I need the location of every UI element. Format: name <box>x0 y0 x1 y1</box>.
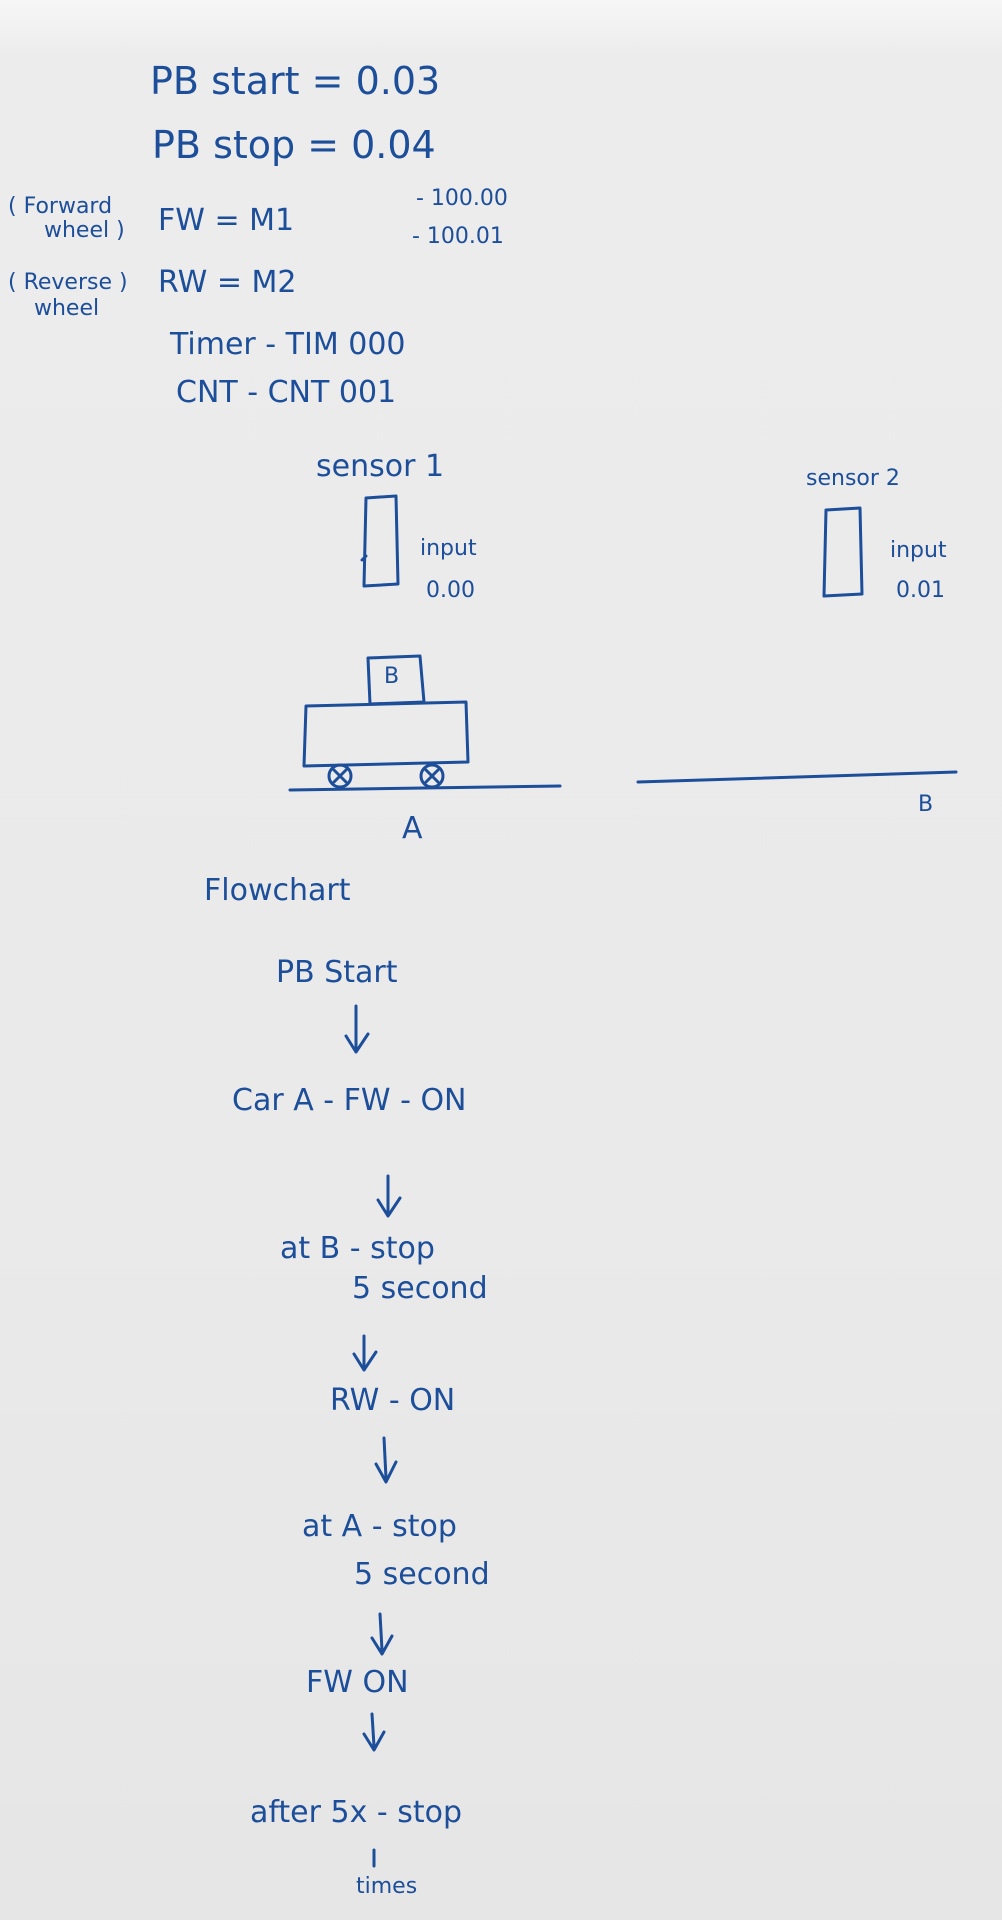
flow-step-at-a-stop: at A - stop <box>302 1509 457 1544</box>
pb-stop-line: PB stop = 0.04 <box>152 123 436 167</box>
forward-note-line-2: wheel ) <box>44 218 125 243</box>
flow-step-wait-5s-2: 5 second <box>354 1557 490 1592</box>
arrow-1 <box>344 1004 370 1054</box>
wheel-left <box>327 763 353 789</box>
fw-address: - 100.00 <box>416 186 508 211</box>
flow-step-wait-5s-1: 5 second <box>352 1271 488 1306</box>
point-b-label: B <box>918 792 934 817</box>
sensor-1-input-label: input <box>420 536 477 561</box>
flow-step-times-note: times <box>356 1874 418 1899</box>
forward-note-line-1: ( Forward <box>8 194 113 219</box>
track-line-left <box>288 784 562 792</box>
flow-step-car-fw-on: Car A - FW - ON <box>232 1083 467 1118</box>
flow-step-pb-start: PB Start <box>276 955 398 990</box>
sensor-2-address: 0.01 <box>896 578 945 603</box>
sensor-2-box <box>822 506 864 598</box>
point-a-label: A <box>402 811 423 846</box>
sensor-1-box <box>360 494 400 588</box>
sensor-2-label: sensor 2 <box>806 466 900 491</box>
timer-definition: Timer - TIM 000 <box>170 327 406 362</box>
sensor-1-label: sensor 1 <box>316 449 445 484</box>
arrow-3 <box>352 1334 378 1372</box>
reverse-note-line-1: ( Reverse ) <box>8 270 128 295</box>
flowchart-title: Flowchart <box>204 873 351 908</box>
car-body <box>302 700 470 768</box>
arrow-4 <box>374 1436 398 1484</box>
flow-step-at-b-stop: at B - stop <box>280 1231 435 1266</box>
flow-step-fw-on: FW ON <box>306 1665 409 1700</box>
rw-assignment: RW = M2 <box>158 265 297 300</box>
rw-address: - 100.01 <box>412 224 504 249</box>
track-line-right <box>636 770 958 784</box>
flow-step-rw-on: RW - ON <box>330 1383 456 1418</box>
arrow-5 <box>370 1612 394 1656</box>
sensor-1-address: 0.00 <box>426 578 475 603</box>
arrow-2 <box>376 1174 402 1218</box>
flow-step-after-5x-stop: after 5x - stop <box>250 1795 463 1830</box>
reverse-note-line-2: wheel <box>34 296 100 321</box>
fw-assignment: FW = M1 <box>158 203 295 238</box>
arrow-6 <box>362 1712 386 1752</box>
pb-start-line: PB start = 0.03 <box>150 59 441 103</box>
counter-definition: CNT - CNT 001 <box>176 375 397 410</box>
sensor-2-input-label: input <box>890 538 947 563</box>
package-label: B <box>384 664 400 689</box>
